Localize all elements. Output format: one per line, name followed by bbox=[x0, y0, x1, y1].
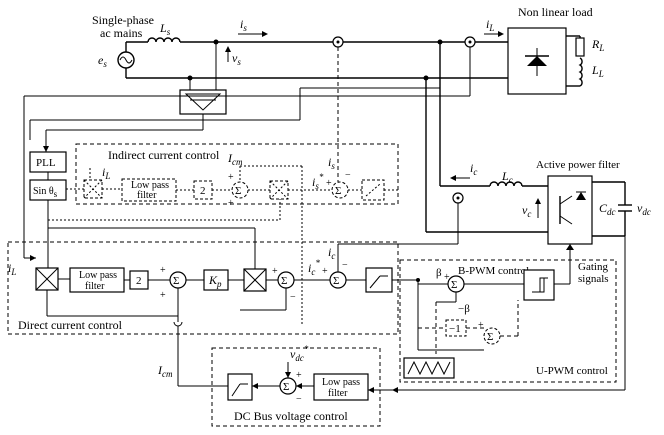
svg-text:+: + bbox=[444, 272, 450, 283]
dcbus-pi bbox=[227, 373, 253, 401]
indirect-title: Indirect current control bbox=[108, 148, 220, 162]
diode-bridge bbox=[507, 27, 567, 95]
svg-text:Σ: Σ bbox=[173, 275, 179, 287]
nonlinear-load-title: Non linear load bbox=[518, 5, 593, 19]
hysteresis-comparator bbox=[523, 269, 555, 301]
es-label: es bbox=[98, 53, 107, 69]
upwm-frame bbox=[399, 259, 617, 383]
svg-text:+: + bbox=[322, 266, 328, 277]
is-label-indirect: is bbox=[328, 155, 335, 171]
gating-1: Gating bbox=[578, 261, 608, 273]
svg-text:+: + bbox=[478, 320, 484, 331]
svg-text:+: + bbox=[296, 370, 302, 381]
ac-source bbox=[117, 42, 135, 78]
dcbus-lpf-2: filter bbox=[328, 388, 348, 399]
direct-lpf bbox=[69, 267, 125, 293]
is-star-label: is* bbox=[312, 172, 324, 191]
upwm-title: U-PWM control bbox=[536, 365, 608, 377]
vdc-label: vdc bbox=[637, 201, 651, 217]
indirect-control-frame bbox=[75, 143, 399, 205]
rl-label: RL bbox=[591, 37, 604, 53]
svg-text:Σ: Σ bbox=[281, 275, 287, 287]
icm-label-bottom: Icm bbox=[157, 363, 173, 379]
bpwm-title: B-PWM control bbox=[458, 265, 529, 277]
load-resistor bbox=[575, 37, 585, 57]
dcbus-title: DC Bus voltage control bbox=[234, 409, 348, 423]
svg-text:+: + bbox=[228, 172, 234, 183]
beta-label: β bbox=[436, 267, 442, 279]
apf-converter bbox=[547, 175, 593, 245]
il-label-direct: iL bbox=[8, 261, 16, 277]
coupling-inductor bbox=[489, 181, 523, 187]
source-label-1: Single-phase bbox=[92, 13, 154, 27]
icm-label-top: Icm bbox=[227, 151, 243, 167]
svg-text:Σ: Σ bbox=[235, 185, 241, 197]
svg-text:+: + bbox=[160, 290, 166, 301]
svg-text:−: − bbox=[296, 394, 302, 405]
vc-label: vc bbox=[522, 203, 531, 219]
ic-star-label: ic* bbox=[308, 258, 320, 277]
svg-text:+: + bbox=[160, 265, 166, 276]
triangle-wave bbox=[407, 360, 451, 376]
svg-text:Σ: Σ bbox=[487, 331, 493, 343]
il-label-indirect: iL bbox=[102, 165, 110, 181]
minus-one-label: −1 bbox=[449, 323, 461, 335]
il-label-top: iL bbox=[486, 17, 494, 33]
vs-label: vs bbox=[232, 51, 241, 67]
pll-label: PLL bbox=[36, 157, 56, 169]
apf-title: Active power filter bbox=[536, 159, 620, 171]
indirect-gain-2-label: 2 bbox=[200, 185, 206, 197]
svg-text:+: + bbox=[228, 198, 234, 209]
minus-beta-label: −β bbox=[458, 303, 470, 315]
svg-text:Σ: Σ bbox=[333, 275, 339, 287]
direct-limiter bbox=[365, 267, 393, 293]
direct-control-frame bbox=[7, 241, 399, 335]
indirect-lpf-2: filter bbox=[137, 190, 157, 201]
svg-text:+: + bbox=[326, 178, 332, 189]
source-label-2: ac mains bbox=[100, 26, 143, 40]
is-label: is bbox=[240, 17, 247, 33]
sin-label: Sin θs bbox=[33, 186, 58, 199]
svg-text:Σ: Σ bbox=[451, 279, 457, 291]
load-inductor bbox=[578, 57, 583, 87]
svg-text:−: − bbox=[342, 260, 348, 271]
svg-text:+: + bbox=[272, 266, 278, 277]
lc-label: Lc bbox=[501, 169, 513, 185]
dcbus-lpf bbox=[313, 373, 369, 401]
svg-text:Σ: Σ bbox=[283, 381, 289, 393]
direct-gain-2-label: 2 bbox=[136, 275, 142, 287]
source-inductor bbox=[147, 37, 181, 43]
vdc-star-label: vdc* bbox=[290, 344, 309, 363]
dcbus-lpf-1: Low pass bbox=[322, 377, 360, 388]
kp-label: Kp bbox=[208, 273, 222, 289]
direct-lpf-1: Low pass bbox=[79, 270, 117, 281]
cdc-label: Cdc bbox=[599, 201, 616, 217]
indirect-lpf-1: Low pass bbox=[131, 180, 169, 191]
ic-label-apf: ic bbox=[470, 161, 477, 177]
dcbus-frame bbox=[211, 347, 381, 427]
direct-lpf-2: filter bbox=[85, 281, 105, 292]
ls-label: Ls bbox=[159, 21, 171, 37]
svg-text:−: − bbox=[290, 292, 296, 303]
ic-label-direct: ic bbox=[328, 245, 335, 261]
gating-2: signals bbox=[578, 273, 609, 285]
svg-text:−: − bbox=[345, 170, 351, 181]
svg-text:Σ: Σ bbox=[335, 185, 341, 197]
direct-title: Direct current control bbox=[18, 318, 123, 332]
ll-label: LL bbox=[591, 63, 604, 79]
